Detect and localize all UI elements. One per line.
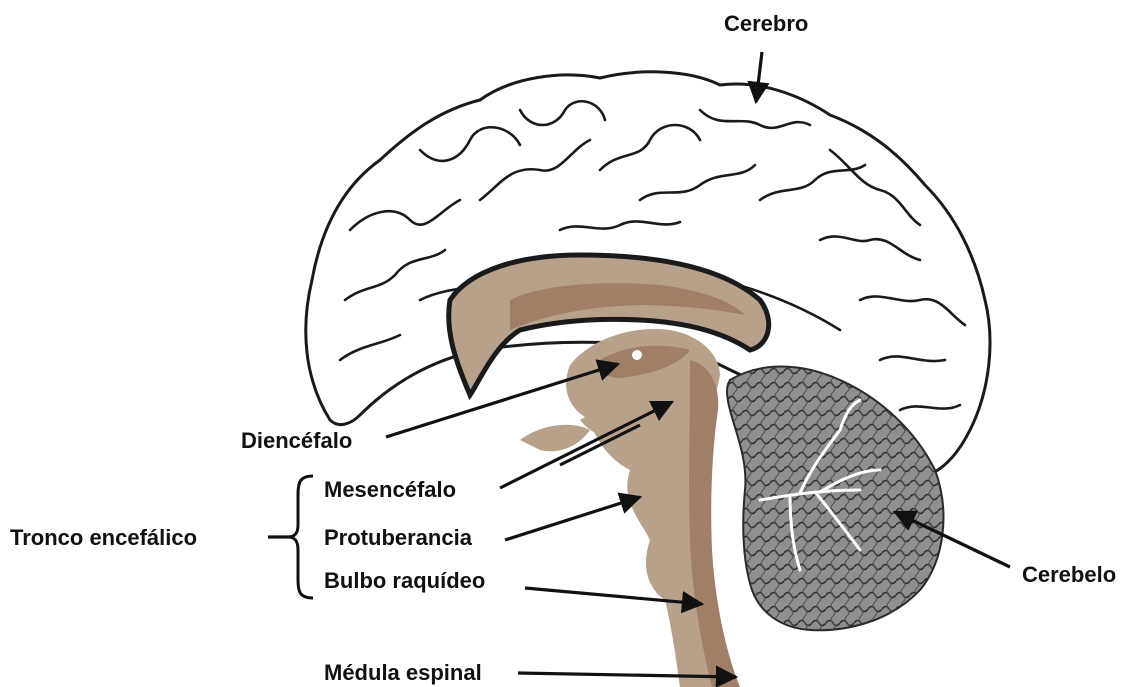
label-tronco-encefalico: Tronco encefálico: [10, 525, 197, 550]
tronco-brace: [288, 476, 313, 598]
brainstem: [520, 329, 740, 687]
label-bulbo-raquideo: Bulbo raquídeo: [324, 568, 485, 593]
label-protuberancia: Protuberancia: [324, 525, 473, 550]
arrow-protuberancia: [505, 497, 640, 540]
label-cerebro: Cerebro: [724, 11, 808, 36]
label-diencefalo: Diencéfalo: [241, 428, 352, 453]
label-cerebelo: Cerebelo: [1022, 562, 1116, 587]
label-medula-espinal: Médula espinal: [324, 660, 482, 685]
label-mesencefalo: Mesencéfalo: [324, 477, 456, 502]
